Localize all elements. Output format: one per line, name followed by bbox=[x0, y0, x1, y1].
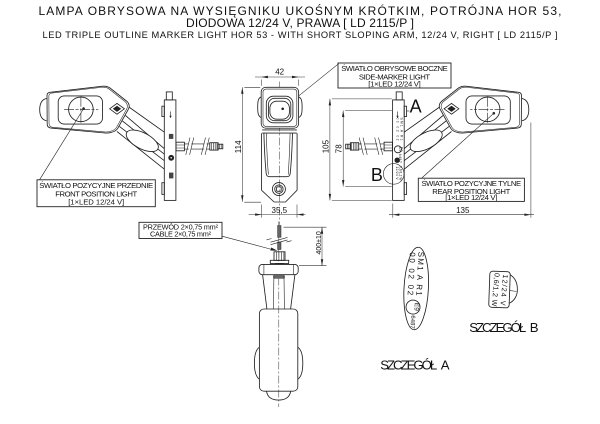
svg-text:FRONT POSITION LIGHT: FRONT POSITION LIGHT bbox=[55, 189, 137, 198]
svg-text:E9: E9 bbox=[399, 147, 404, 153]
svg-text:SM1 A R1: SM1 A R1 bbox=[414, 251, 425, 296]
svg-text:[1×LED 12/24 V]: [1×LED 12/24 V] bbox=[368, 79, 421, 88]
svg-text:A: A bbox=[410, 96, 422, 116]
svg-text:[1×LED 12/24 V]: [1×LED 12/24 V] bbox=[445, 193, 497, 202]
svg-text:6487: 6487 bbox=[398, 154, 402, 163]
svg-text:CABLE 2×0,75 mm²: CABLE 2×0,75 mm² bbox=[150, 230, 212, 239]
svg-text:SIDE-MARKER LIGHT: SIDE-MARKER LIGHT bbox=[359, 72, 430, 81]
svg-text:B: B bbox=[371, 165, 383, 185]
svg-text:LED TRIPLE OUTLINE MARKER LIGH: LED TRIPLE OUTLINE MARKER LIGHT HOR 53 -… bbox=[43, 30, 558, 40]
svg-text:35,5: 35,5 bbox=[272, 206, 288, 215]
svg-text:00 02 02: 00 02 02 bbox=[396, 118, 400, 141]
svg-text:ŚWIATŁO POZYCYJNE TYLNE: ŚWIATŁO POZYCYJNE TYLNE bbox=[421, 179, 521, 188]
svg-text:DIODOWA 12/24 V, PRAWA [ LD 21: DIODOWA 12/24 V, PRAWA [ LD 2115/P ] bbox=[186, 16, 414, 30]
svg-text:42: 42 bbox=[275, 68, 284, 77]
svg-text:0,6/1,2 W: 0,6/1,2 W bbox=[399, 166, 403, 181]
svg-text:ŚWIATŁO POZYCYJNE PRZEDNIE: ŚWIATŁO POZYCYJNE PRZEDNIE bbox=[39, 181, 153, 190]
svg-text:LAMPA OBRYSOWA NA WYSIĘGNIKU U: LAMPA OBRYSOWA NA WYSIĘGNIKU UKOŚNYM KRÓ… bbox=[39, 3, 562, 18]
svg-text:6487: 6487 bbox=[408, 315, 415, 329]
svg-text:[1×LED 12/24 V]: [1×LED 12/24 V] bbox=[68, 198, 124, 207]
svg-text:ŚWIATŁO OBRYSOWE BOCZNE: ŚWIATŁO OBRYSOWE BOCZNE bbox=[341, 64, 448, 73]
svg-text:114: 114 bbox=[234, 140, 243, 153]
svg-text:12/24 V: 12/24 V bbox=[395, 167, 399, 181]
svg-text:E9: E9 bbox=[412, 303, 419, 312]
svg-text:00 02 02: 00 02 02 bbox=[406, 252, 417, 296]
svg-text:PRZEWÓD 2×0,75 mm²: PRZEWÓD 2×0,75 mm² bbox=[143, 222, 219, 231]
svg-text:SM1 A R1: SM1 A R1 bbox=[399, 118, 403, 141]
svg-text:SZCZEGÓŁ: SZCZEGÓŁ bbox=[380, 358, 437, 373]
svg-text:REAR POSITION LIGHT: REAR POSITION LIGHT bbox=[432, 187, 510, 196]
svg-text:135: 135 bbox=[456, 206, 470, 215]
svg-text:A: A bbox=[441, 358, 450, 373]
svg-text:105: 105 bbox=[321, 139, 330, 153]
svg-text:78: 78 bbox=[335, 144, 344, 153]
svg-text:B: B bbox=[530, 320, 539, 335]
svg-text:0,6/1,2 W: 0,6/1,2 W bbox=[490, 273, 502, 307]
svg-text:12/24 V: 12/24 V bbox=[498, 274, 510, 306]
svg-text:400±10: 400±10 bbox=[316, 231, 323, 254]
svg-text:SZCZEGÓŁ: SZCZEGÓŁ bbox=[469, 320, 526, 335]
